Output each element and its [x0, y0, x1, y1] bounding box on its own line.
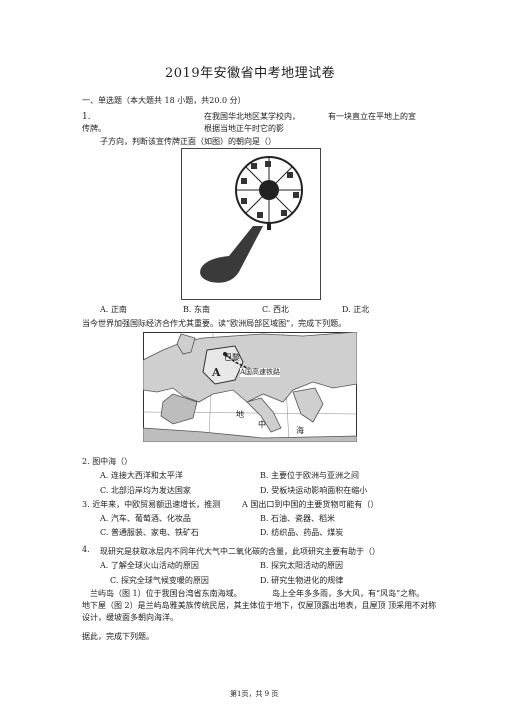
q3-option-d-letter: D.	[260, 528, 269, 537]
q1-line3: 子方向，判断该宣传牌正面（如图）的朝向是（）	[100, 137, 276, 146]
q2-number: 2.	[82, 457, 90, 466]
passage-line2: 地下屋（图 2）是兰屿岛雅美族传统民居，其主体位于地下，仅屋顶露出地表，且屋顶 …	[82, 601, 437, 610]
q3-stem-right: A 国出口到中国的主要货物可能有（）	[242, 500, 379, 509]
map-label-sea-1: 地	[236, 410, 244, 419]
q4-option-a-text: 了解全球火山活动的原因	[110, 561, 199, 570]
q2-option-c-letter: C.	[100, 486, 109, 495]
q3-option-c-text: 普通服装、家电、铁矿石	[110, 528, 199, 537]
page-footer: 第1页，共 9 页	[230, 690, 279, 698]
q2-option-a-text: 连接大西洋和太平洋	[110, 471, 183, 480]
q4-option-a-letter: A.	[100, 561, 109, 570]
q4-option-c-text: 探究全球气候变暖的原因	[120, 576, 209, 585]
q2-option-a-letter: A.	[100, 471, 109, 480]
q1-line1-mid: 在我国华北地区某学校内，	[204, 112, 300, 121]
q3-option-b-letter: B.	[260, 514, 269, 523]
q1-line2-left: 传牌。	[82, 124, 106, 133]
q3-stem-left: 近年来，中欧贸易额迅速增长，推测	[92, 500, 221, 509]
q4-option-d-letter: D.	[260, 576, 269, 585]
q1-line1-right: 有一块直立在平地上的宣	[328, 112, 416, 121]
q1-option-d-letter: D.	[342, 305, 351, 314]
q2-option-b-text: 主要位于欧洲与亚洲之间	[270, 471, 359, 480]
passage-line1-right: 岛上全年多多雨，多大风，有“风岛”之称。	[272, 589, 425, 598]
q1-option-d-text: 正北	[353, 305, 370, 314]
q3-option-a-letter: A.	[100, 514, 109, 523]
q1-option-c-text: 西北	[272, 305, 289, 314]
q1-option-a-text: 正南	[110, 305, 127, 314]
q3-option-b-text: 石油、瓷器、稻米	[270, 514, 335, 523]
q3-number: 3.	[82, 500, 90, 509]
q1-figure	[181, 148, 321, 300]
q3-option-d-text: 纺织品、药品、煤炭	[271, 528, 344, 537]
q2-stem: 图中海（）	[92, 457, 133, 466]
group2-intro: 当今世界加强国际经济合作尤其重要。读“欧洲局部区域图”，完成下列题。	[82, 319, 347, 328]
passage-line1-left: 兰屿岛（图 1）位于我国台湾省东南海域。	[90, 589, 242, 598]
q4-option-d-text: 研究生物进化的规律	[271, 576, 344, 585]
q3-option-c-letter: C.	[100, 528, 109, 537]
passage-line3: 设计，缓坡面多朝向海洋。	[82, 613, 178, 622]
q1-option-b-text: 东南	[193, 305, 210, 314]
q1-option-b-letter: B.	[183, 305, 192, 314]
section-header: 一、单选题（本大题共 18 小题，共20.0 分）	[82, 96, 246, 105]
q3-option-a-text: 汽车、葡萄酒、化妆品	[110, 514, 191, 523]
page-title: 2019年安徽省中考地理试卷	[165, 66, 336, 81]
map-label-a: A	[212, 366, 221, 379]
q4-stem: 现研究是获取冰层内不同年代大气中二氧化碳的含量，此项研究主要有助于（）	[100, 547, 380, 556]
q1-number: 1.	[82, 112, 91, 122]
q1-option-a-letter: A.	[100, 305, 109, 314]
q2-option-c-text: 北部沿岸均为发达国家	[110, 486, 191, 495]
passage-line4: 据此，完成下列题。	[82, 632, 154, 641]
map-label-paris: 巴黎	[224, 353, 240, 362]
q4-number: 4.	[82, 545, 90, 554]
q2-option-d-text: 受板块运动影响面积在缩小	[271, 486, 368, 495]
q2-option-d-letter: D.	[260, 486, 269, 495]
map-label-rail: A国高速铁路	[240, 368, 281, 377]
q1-option-c-letter: C.	[262, 305, 271, 314]
europe-map	[143, 332, 357, 442]
q4-option-b-text: 探究太阳活动的原因	[270, 561, 343, 570]
map-label-sea-2: 中	[258, 420, 266, 429]
q1-line2-mid: 根据当地正午时它的影	[204, 124, 284, 133]
q4-option-c-letter: C.	[110, 576, 119, 585]
q4-option-b-letter: B.	[260, 561, 269, 570]
map-label-sea-3: 海	[296, 426, 304, 435]
q2-option-b-letter: B.	[260, 471, 269, 480]
